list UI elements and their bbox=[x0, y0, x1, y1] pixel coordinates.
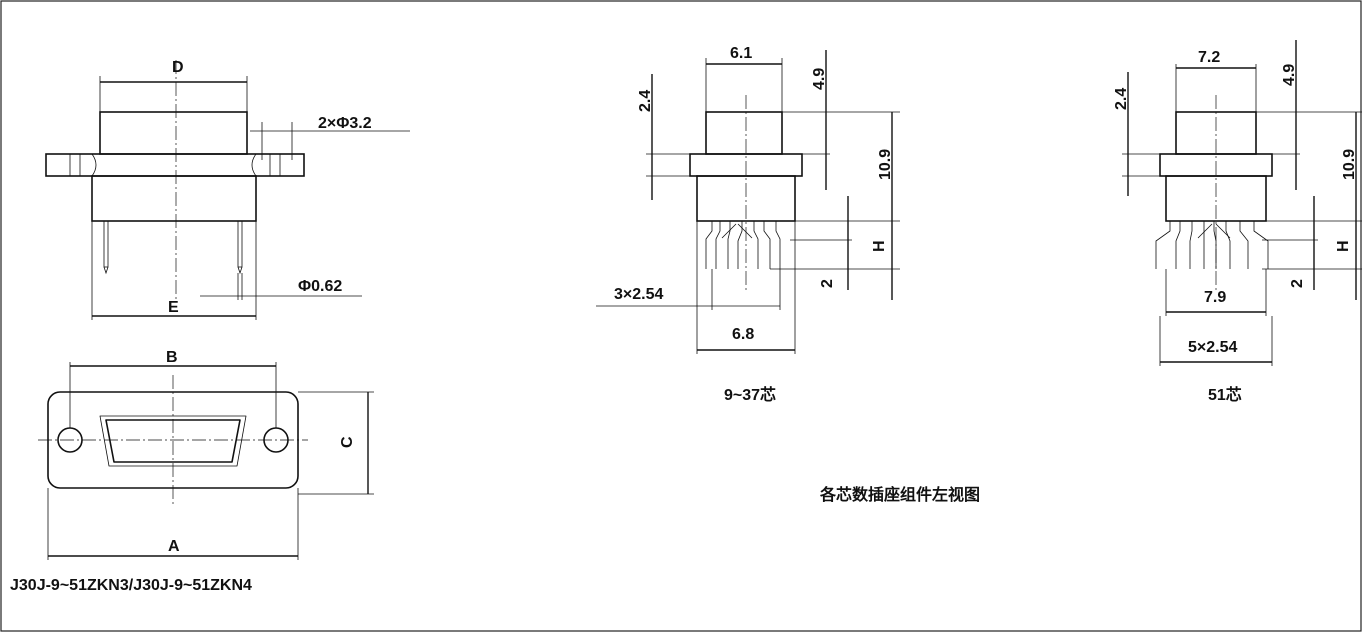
dim-mid-H: H bbox=[871, 240, 888, 252]
connector-side-view bbox=[45, 60, 410, 320]
dim-right-H: H bbox=[1335, 240, 1352, 252]
dim-D: D bbox=[172, 59, 184, 76]
dim-mid-pitch: 3×2.54 bbox=[614, 286, 663, 303]
caption-model: J30J-9~51ZKN3/J30J-9~51ZKN4 bbox=[10, 577, 252, 594]
connector-top-view bbox=[38, 362, 374, 560]
dim-B: B bbox=[166, 349, 178, 366]
dim-mid-10.9: 10.9 bbox=[877, 149, 894, 180]
dim-right-2.4: 2.4 bbox=[1113, 88, 1130, 110]
dim-mid-top: 6.1 bbox=[730, 45, 752, 62]
side-view-9-37 bbox=[596, 50, 900, 354]
dim-right-top: 7.2 bbox=[1198, 49, 1220, 66]
dim-mid-6.8: 6.8 bbox=[732, 326, 754, 343]
caption-note: 各芯数插座组件左视图 bbox=[819, 485, 980, 504]
caption-right-view: 51芯 bbox=[1208, 385, 1242, 404]
dim-holes: 2×Φ3.2 bbox=[318, 115, 372, 132]
dim-right-2: 2 bbox=[1289, 279, 1306, 288]
caption-mid-view: 9~37芯 bbox=[724, 385, 776, 404]
dim-mid-4.9: 4.9 bbox=[811, 68, 828, 90]
dim-mid-2: 2 bbox=[819, 279, 836, 288]
side-view-51 bbox=[1122, 40, 1362, 366]
dim-pin: Φ0.62 bbox=[298, 278, 342, 295]
dim-E: E bbox=[168, 299, 179, 316]
dim-right-7.9: 7.9 bbox=[1204, 289, 1226, 306]
dim-A: A bbox=[168, 538, 180, 555]
dim-C: C bbox=[339, 436, 356, 448]
dim-mid-2.4: 2.4 bbox=[637, 90, 654, 112]
dim-right-pitch: 5×2.54 bbox=[1188, 339, 1237, 356]
dim-right-4.9: 4.9 bbox=[1281, 64, 1298, 86]
dim-right-10.9: 10.9 bbox=[1341, 149, 1358, 180]
